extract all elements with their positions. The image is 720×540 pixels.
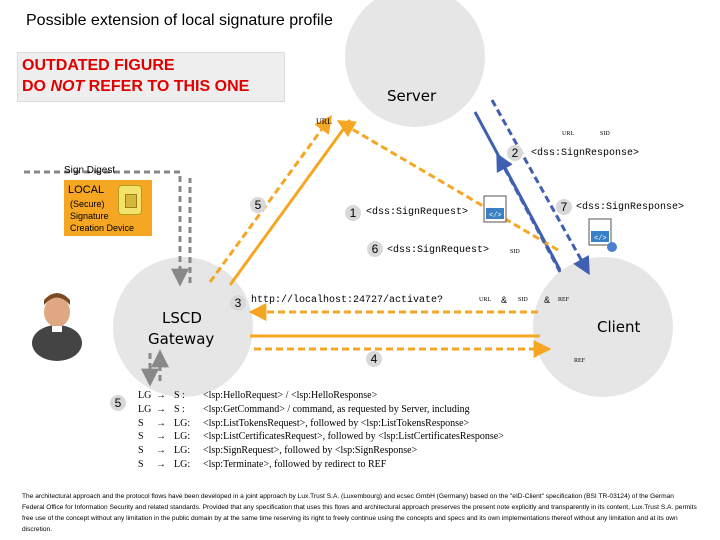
gateway-label-line2: Gateway xyxy=(148,330,215,348)
step4-badge: 4 xyxy=(366,351,382,367)
legend-row-to: S : xyxy=(174,390,185,401)
legend-row-text: <lsp:ListCertificatesRequest>, followed … xyxy=(203,431,504,443)
ref-mid-label: REF xyxy=(558,297,570,303)
legend-arrow-icon: → xyxy=(156,403,166,415)
local-title: LOCAL xyxy=(68,184,105,196)
client-node xyxy=(533,257,673,397)
legend-step5-badge: 5 xyxy=(110,395,126,411)
smartcard-chip-icon xyxy=(118,185,142,215)
legend-row-text: <lsp:Terminate>, followed by redirect to… xyxy=(203,459,387,470)
step1-arrow xyxy=(336,120,559,252)
local-line3: Creation Device xyxy=(70,223,135,233)
slide-title: Possible extension of local signature pr… xyxy=(26,12,333,29)
amp2-label: & xyxy=(544,295,551,305)
local-line2: Signature xyxy=(70,211,109,221)
legend-row-text: <lsp:SignRequest>, followed by <lsp:Sign… xyxy=(203,445,418,457)
step2-arrow xyxy=(490,99,590,276)
legend-row-to: S : xyxy=(174,403,185,415)
legend-arrow-icon: → xyxy=(156,459,166,470)
step3-text: http://localhost:24727/activate? xyxy=(251,295,444,306)
client-label: Client xyxy=(597,318,641,336)
legend-row-text: <lsp:GetCommand> / command, as requested… xyxy=(203,403,470,415)
step5-badge: 5 xyxy=(250,197,266,213)
warning-line1: OUTDATED FIGURE xyxy=(22,57,175,74)
sid-top-label: SID xyxy=(600,131,610,137)
url-mid-label: URL xyxy=(479,297,491,303)
legend-row-text: <lsp:ListTokensRequest>, followed by <ls… xyxy=(203,417,470,429)
step6-badge: 6 xyxy=(367,241,383,257)
local-line1: (Secure) xyxy=(70,199,105,209)
warning-line2: DO NOT REFER TO THIS ONE xyxy=(22,78,250,95)
legend-arrow-icon: → xyxy=(156,431,166,443)
server-label: Server xyxy=(387,87,437,105)
server-node xyxy=(345,0,485,127)
sid-step6-label: SID xyxy=(510,249,520,255)
legend-row-to: LG: xyxy=(174,445,191,457)
step7-badge: 7 xyxy=(556,199,572,215)
legend-row-from: S xyxy=(138,459,144,470)
legend-row-from: LG xyxy=(138,403,152,415)
server-gateway-edge xyxy=(228,119,352,286)
url-server-label: URL xyxy=(316,117,332,126)
step3-badge: 3 xyxy=(230,295,246,311)
legend-row-from: LG xyxy=(138,390,152,401)
sign-digest-arrow xyxy=(24,170,189,287)
ref-client-label: REF xyxy=(574,358,586,364)
legend-arrow-icon: → xyxy=(156,390,166,401)
step1-badge: 1 xyxy=(345,205,361,221)
step1-text: <dss:SignRequest> xyxy=(366,207,469,218)
legend-row-text: <lsp:HelloRequest> / <lsp:HelloResponse> xyxy=(203,390,378,401)
sign-response-document-icon: </> xyxy=(588,218,617,252)
sid-mid-label: SID xyxy=(518,297,528,303)
legend-arrow-icon: → xyxy=(156,417,166,429)
legend-row-from: S xyxy=(138,431,144,443)
legend-row-to: LG: xyxy=(174,417,191,429)
step2-badge: 2 xyxy=(507,145,523,161)
legend-row-from: S xyxy=(138,417,144,429)
gateway-node xyxy=(113,257,253,397)
url-top-label: URL xyxy=(562,131,574,137)
legend-row-from: S xyxy=(138,445,144,457)
svg-text:</>: </> xyxy=(489,212,502,220)
footer-note: The architectural approach and the proto… xyxy=(22,493,697,533)
svg-text:</>: </> xyxy=(594,235,607,243)
step2-text: <dss:SignResponse> xyxy=(531,148,640,159)
sign-request-document-icon: </> xyxy=(483,195,507,223)
step7-text: <dss:SignResponse> xyxy=(576,202,685,213)
legend-arrow-icon: → xyxy=(156,445,166,457)
user-avatar-icon xyxy=(32,293,82,361)
amp1-label: & xyxy=(501,295,508,305)
warning-box xyxy=(17,52,285,102)
gateway-label-line1: LSCD xyxy=(162,309,202,327)
step5-arrow xyxy=(208,115,333,283)
step6-text: <dss:SignRequest> xyxy=(387,245,490,256)
legend-row-to: LG: xyxy=(174,431,191,443)
legend-row-to: LG: xyxy=(174,459,191,470)
sign-digest-label: Sign Digest xyxy=(64,165,116,176)
